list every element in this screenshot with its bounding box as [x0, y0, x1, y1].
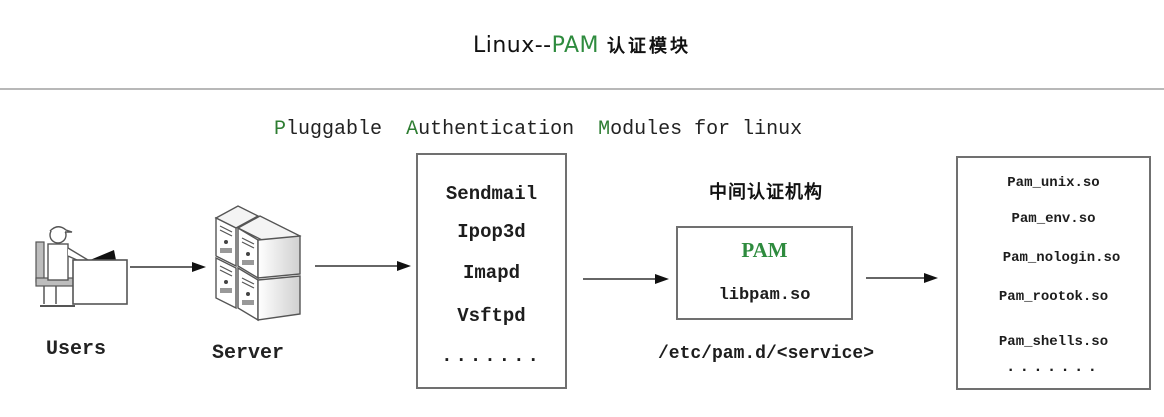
- subtitle-rest-a: uthentication: [418, 118, 599, 141]
- title-divider: [0, 88, 1164, 90]
- arrow-users-to-server: [130, 262, 206, 272]
- pam-heading: 中间认证机构: [709, 182, 823, 203]
- title-highlight: PAM: [551, 33, 600, 58]
- module-item: Pam_nologin.so: [1002, 250, 1121, 266]
- module-item: Pam_shells.so: [998, 334, 1109, 350]
- title-prefix: Linux--: [472, 33, 552, 58]
- pam-config-path: /etc/pam.d/<service>: [657, 344, 875, 364]
- module-item: Pam_env.so: [1011, 211, 1096, 227]
- arrow-server-to-services: [315, 261, 411, 271]
- pam-library: libpam.so: [718, 286, 811, 305]
- arrow-services-to-pam: [583, 274, 669, 284]
- acronym-subtitle: Pluggable Authentication Modules for lin…: [250, 95, 802, 141]
- diagram-title: Linux--PAM 认证模块: [0, 32, 1164, 58]
- module-item: Pam_rootok.so: [998, 289, 1109, 305]
- pam-box: PAM libpam.so: [676, 226, 853, 320]
- module-item-more: .......: [1005, 358, 1102, 376]
- pam-name: PAM: [741, 238, 788, 262]
- service-item: Ipop3d: [457, 221, 526, 243]
- services-box: Sendmail Ipop3d Imapd Vsftpd .......: [416, 153, 567, 389]
- modules-box: Pam_unix.so Pam_env.so Pam_nologin.so Pa…: [956, 156, 1151, 390]
- server-rack-icon: [214, 205, 302, 322]
- service-item-more: .......: [441, 345, 542, 367]
- module-item: Pam_unix.so: [1007, 175, 1100, 191]
- subtitle-rest-p: luggable: [286, 118, 407, 141]
- subtitle-rest-m: odules for linux: [610, 118, 803, 141]
- subtitle-initial-a: A: [406, 118, 419, 141]
- service-item: Vsftpd: [457, 305, 526, 327]
- server-label: Server: [212, 342, 285, 365]
- user-at-computer-icon: [35, 226, 128, 307]
- service-item: Imapd: [462, 262, 520, 284]
- service-item: Sendmail: [445, 183, 538, 205]
- title-suffix: 认证模块: [607, 36, 692, 57]
- arrow-pam-to-modules: [866, 273, 938, 283]
- subtitle-initial-m: M: [598, 118, 611, 141]
- users-label: Users: [46, 338, 107, 361]
- subtitle-initial-p: P: [274, 118, 287, 141]
